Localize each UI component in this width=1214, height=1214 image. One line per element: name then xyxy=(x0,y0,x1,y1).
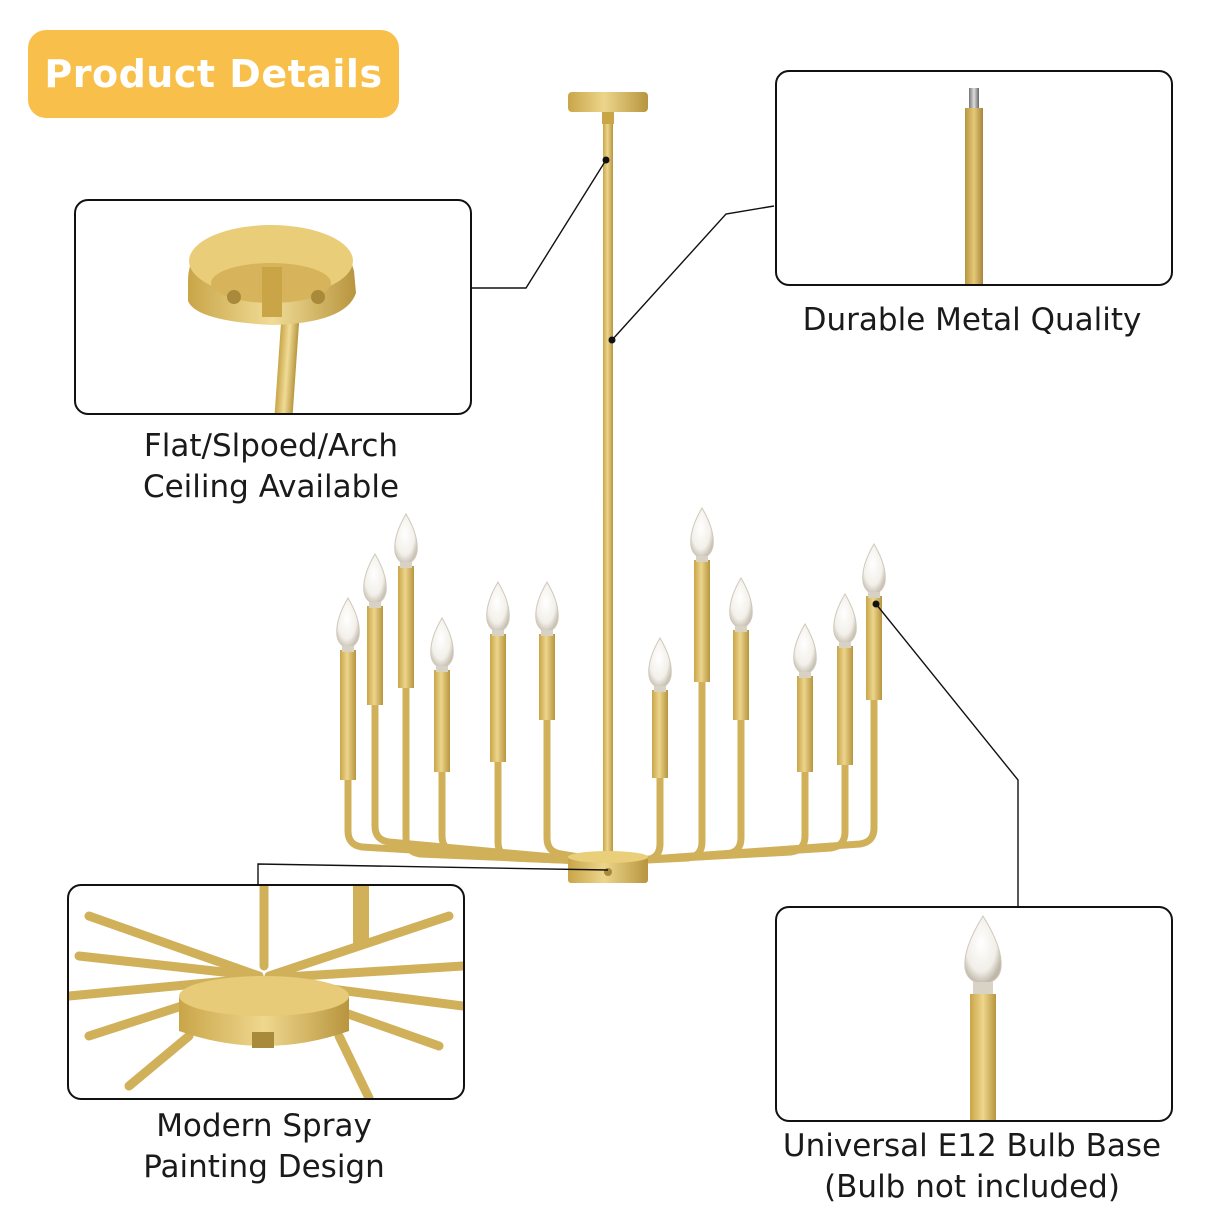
spray-detail-box xyxy=(67,884,465,1100)
candle-bulb xyxy=(430,617,454,669)
candle-bulb xyxy=(336,597,360,649)
product-details-badge: Product Details xyxy=(28,30,399,118)
candle-bulb xyxy=(862,543,886,595)
candle-arm xyxy=(543,716,612,866)
candle-bulb xyxy=(486,581,510,633)
bulb-base xyxy=(696,556,708,562)
spray-caption: Modern Spray Painting Design xyxy=(143,1108,385,1185)
downrod xyxy=(603,124,613,859)
candle-socket xyxy=(652,690,668,778)
bulb-base xyxy=(369,602,381,608)
candle-bulb xyxy=(363,553,387,605)
candle-socket xyxy=(837,646,853,765)
candle-arm xyxy=(402,684,612,866)
candle-bulb xyxy=(690,507,714,559)
bulb-base xyxy=(799,672,811,678)
candle-bulb xyxy=(833,593,857,645)
candle-arm xyxy=(344,776,612,866)
candle-bulb xyxy=(648,637,672,689)
candle-arm xyxy=(438,768,612,866)
ceiling-canopy-icon xyxy=(188,225,356,413)
leader-lines xyxy=(257,159,1019,906)
candle-arm xyxy=(494,758,612,866)
bulb-base xyxy=(735,626,747,632)
candle-arm xyxy=(371,701,612,866)
ceiling-canopy xyxy=(568,92,648,124)
bulb-base xyxy=(400,562,412,568)
candle-socket xyxy=(398,566,414,688)
candle-bulb xyxy=(729,577,753,629)
candle-sockets xyxy=(336,507,886,780)
candle-socket xyxy=(539,634,555,720)
candle-arms xyxy=(344,678,878,866)
bulb-base xyxy=(654,686,666,692)
ceiling-detail-box xyxy=(74,199,472,415)
bulb-detail-box xyxy=(775,906,1173,1122)
candle-socket xyxy=(694,560,710,682)
candle-bulb xyxy=(394,513,418,565)
bulb-base xyxy=(342,646,354,652)
candle-arm xyxy=(604,716,745,866)
candle-bulb xyxy=(535,581,559,633)
candle-bulb xyxy=(793,623,817,675)
bulb-base xyxy=(541,630,553,636)
candle-arm xyxy=(604,774,664,866)
hub-detail-icon xyxy=(69,886,463,1098)
metal-detail-box xyxy=(775,70,1173,286)
candle-socket xyxy=(367,606,383,705)
candle-bulb-icon xyxy=(964,915,1002,1120)
bulb-base xyxy=(436,666,448,672)
bulb-base xyxy=(868,592,880,598)
metal-caption: Durable Metal Quality xyxy=(802,302,1142,338)
bulb-base xyxy=(839,642,851,648)
candle-socket xyxy=(340,650,356,780)
ceiling-caption: Flat/Slpoed/Arch Ceiling Available xyxy=(142,428,400,505)
metal-rod-icon xyxy=(965,88,983,284)
bulb-base xyxy=(492,630,504,636)
bulb-caption: Universal E12 Bulb Base (Bulb not includ… xyxy=(782,1128,1162,1205)
candle-socket xyxy=(490,634,506,762)
candle-socket xyxy=(797,676,813,772)
candle-socket xyxy=(434,670,450,772)
candle-socket xyxy=(866,596,882,700)
candle-socket xyxy=(733,630,749,720)
center-hub xyxy=(568,851,648,883)
candle-arm xyxy=(604,696,878,866)
